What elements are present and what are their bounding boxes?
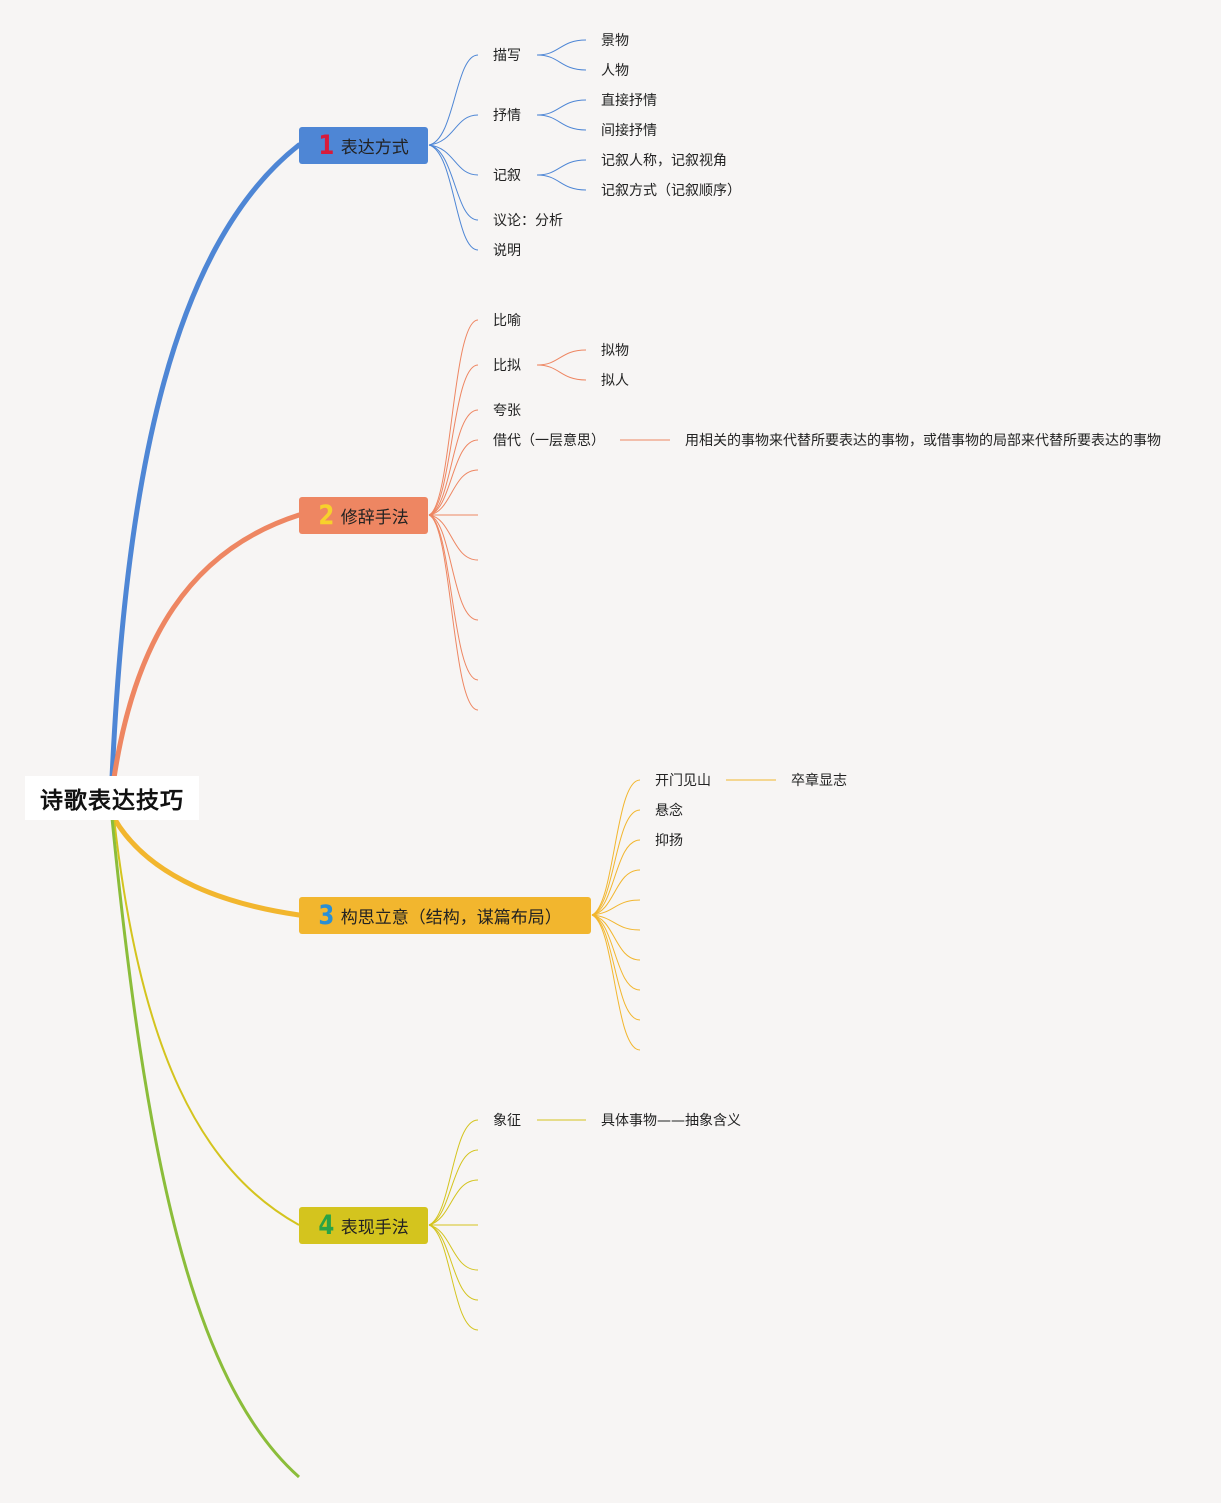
- branch-label-1: 表达方式: [340, 138, 409, 158]
- topic-node[interactable]: 夸张: [493, 403, 521, 419]
- topic-node[interactable]: 悬念: [655, 803, 683, 819]
- topic-node[interactable]: 开门见山: [655, 773, 711, 789]
- topic-node[interactable]: 议论：分析: [493, 213, 563, 229]
- trunk-connector-2: [111, 512, 302, 781]
- topic-node[interactable]: 比喻: [493, 313, 521, 329]
- branch-2-connectors: [428, 319, 670, 711]
- subtopic-node[interactable]: 间接抒情: [601, 123, 657, 139]
- topic-node[interactable]: 记叙: [493, 168, 521, 184]
- topic-node[interactable]: 描写: [493, 48, 521, 64]
- subtopic-node[interactable]: 记叙方式（记叙顺序）: [601, 183, 741, 199]
- topic-node[interactable]: 借代（一层意思）: [493, 433, 605, 449]
- branch-number-4: 4: [318, 1210, 335, 1241]
- trunk-connector-5: [110, 817, 300, 1479]
- topic-node[interactable]: 比拟: [493, 358, 521, 374]
- subtopic-node[interactable]: 人物: [601, 63, 629, 79]
- trunk-connector-3: [111, 815, 302, 918]
- branch-number-3: 3: [318, 900, 335, 931]
- branch-1-connectors: [428, 39, 587, 251]
- branch-node-4[interactable]: 4 表现手法: [299, 1207, 428, 1244]
- subtopic-node[interactable]: 直接抒情: [601, 93, 657, 109]
- branch-node-3[interactable]: 3 构思立意（结构，谋篇布局）: [299, 897, 591, 934]
- branch-node-1[interactable]: 1 表达方式: [299, 127, 428, 164]
- branch-number-2: 2: [318, 500, 335, 531]
- trunk-connector-4: [113, 817, 300, 1226]
- root-node-label: 诗歌表达技巧: [40, 788, 184, 814]
- topic-node[interactable]: 象征: [493, 1113, 521, 1129]
- subtopic-node[interactable]: 记叙人称，记叙视角: [601, 153, 727, 169]
- subtopic-node[interactable]: 用相关的事物来代替所要表达的事物，或借事物的局部来代替所要表达的事物: [685, 433, 1161, 449]
- subtopic-node[interactable]: 景物: [601, 33, 629, 49]
- subtopic-node[interactable]: 具体事物——抽象含义: [601, 1113, 741, 1129]
- branch-label-4: 表现手法: [340, 1218, 409, 1238]
- branch-node-2[interactable]: 2 修辞手法: [299, 497, 428, 534]
- topic-node[interactable]: 说明: [493, 243, 521, 259]
- subtopic-node[interactable]: 拟物: [601, 343, 629, 359]
- branch-number-1: 1: [318, 130, 335, 161]
- subtopic-node[interactable]: 卒章显志: [791, 773, 847, 789]
- root-node[interactable]: 诗歌表达技巧: [25, 776, 199, 820]
- subtopic-node[interactable]: 拟人: [601, 373, 629, 389]
- branch-label-2: 修辞手法: [340, 508, 409, 528]
- branch-4-connectors: [428, 1119, 586, 1331]
- trunk-connector-1: [109, 142, 302, 781]
- topic-node[interactable]: 抑扬: [655, 833, 683, 849]
- branch-3-connectors: [591, 779, 776, 1051]
- branch-label-3: 构思立意（结构，谋篇布局）: [340, 908, 562, 928]
- topic-node[interactable]: 抒情: [493, 108, 521, 124]
